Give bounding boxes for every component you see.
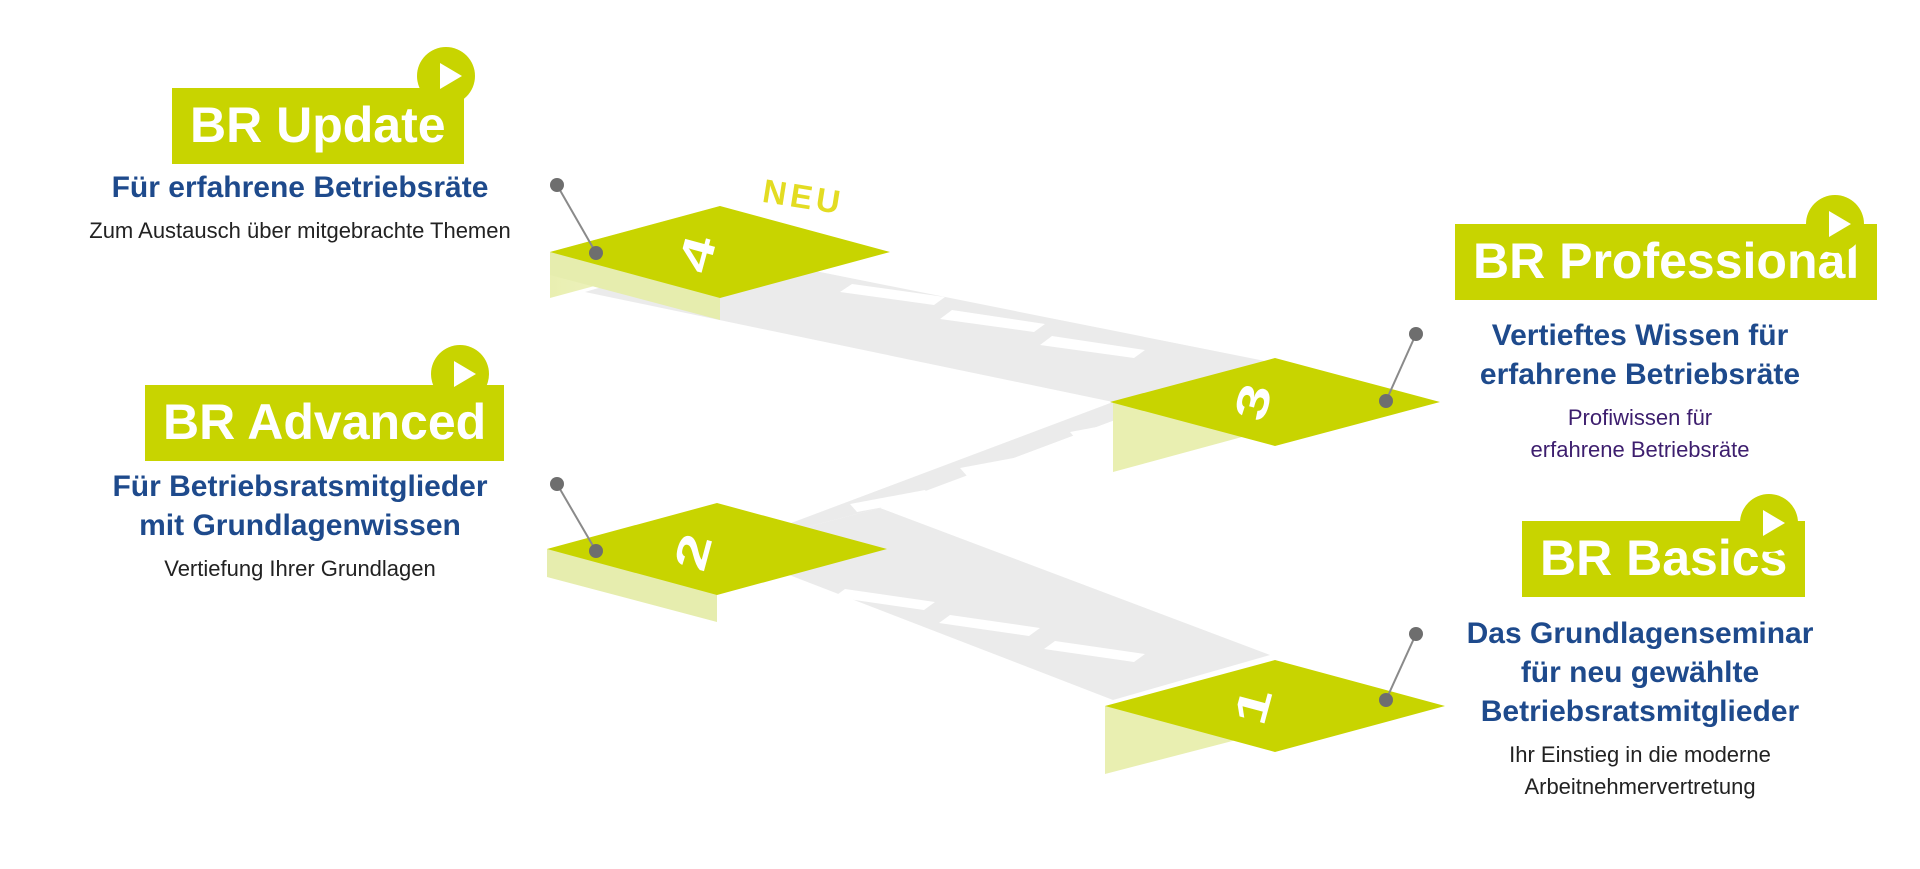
play-icon[interactable]: [1740, 494, 1798, 552]
br-basics-subtitle: Das Grundlagenseminar für neu gewählte B…: [1466, 617, 1814, 728]
step-tile-1: [1105, 660, 1445, 774]
pin-dot-icon: [589, 544, 603, 558]
pin-step-1: [1379, 627, 1423, 707]
br-professional-desc: Profiwissen für erfahrene Betriebsräte: [1530, 405, 1750, 462]
pin-dot-icon: [550, 178, 564, 192]
pin-step-4: [550, 178, 603, 260]
br-update-badge[interactable]: BR Update: [172, 88, 464, 164]
pin-dot-icon: [1379, 394, 1393, 408]
pin-step-3: [1379, 327, 1423, 408]
br-advanced-desc: Vertiefung Ihrer Grundlagen: [164, 556, 436, 581]
br-professional-info: Vertieftes Wissen für erfahrene Betriebs…: [1400, 316, 1880, 466]
br-professional-subtitle: Vertieftes Wissen für erfahrene Betriebs…: [1479, 319, 1801, 391]
path-dashes-2-1: [834, 589, 1145, 662]
play-icon[interactable]: [1806, 195, 1864, 253]
step-tile-4: [550, 206, 890, 320]
pin-dot-icon: [1409, 327, 1423, 341]
br-advanced-subtitle: Für Betriebsratsmitglieder mit Grundlage…: [112, 470, 488, 542]
step-tile-2: [547, 503, 887, 622]
path-dashes-3-2: [850, 418, 1152, 512]
pin-dot-icon: [1379, 693, 1393, 707]
br-basics-info: Das Grundlagenseminar für neu gewählte B…: [1400, 614, 1880, 803]
play-icon[interactable]: [417, 47, 475, 105]
br-update-info: Für erfahrene Betriebsräte Zum Austausch…: [60, 168, 540, 247]
br-advanced-info: Für Betriebsratsmitglieder mit Grundlage…: [60, 467, 540, 585]
br-basics-desc: Ihr Einstieg in die moderne Arbeitnehmer…: [1509, 742, 1771, 799]
pin-step-2: [550, 477, 603, 558]
pin-dot-icon: [589, 246, 603, 260]
pin-dot-icon: [1409, 627, 1423, 641]
br-update-subtitle: Für erfahrene Betriebsräte: [111, 171, 489, 204]
pin-dot-icon: [550, 477, 564, 491]
br-update-desc: Zum Austausch über mitgebrachte Themen: [89, 218, 511, 243]
step-tile-3: [1110, 358, 1440, 472]
br-professional-badge[interactable]: BR Professional: [1455, 224, 1878, 300]
path-segment-4-3: [585, 252, 1270, 402]
path-dashes-4-3: [840, 284, 1145, 358]
play-icon[interactable]: [431, 345, 489, 403]
